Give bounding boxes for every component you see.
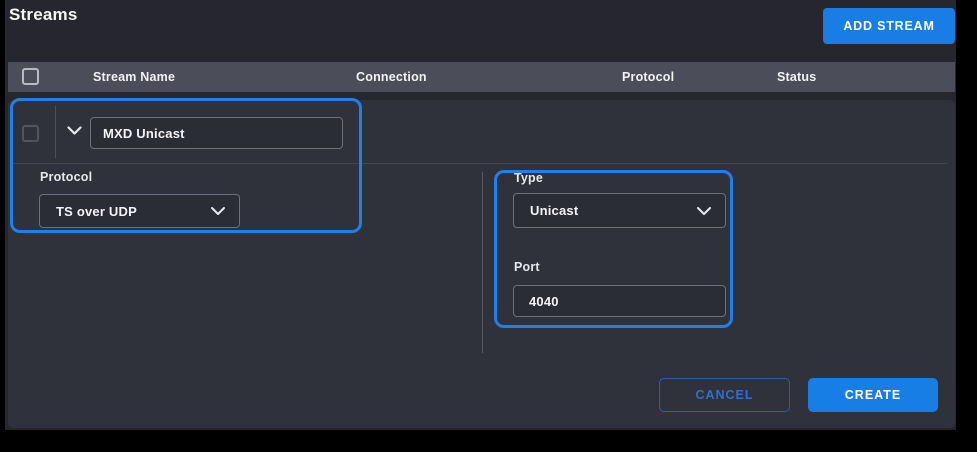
- port-input[interactable]: [513, 285, 726, 317]
- port-label: Port: [514, 260, 540, 274]
- page-title: Streams: [9, 5, 78, 24]
- type-label: Type: [514, 171, 544, 185]
- table-header: Stream Name Connection Protocol Status: [8, 62, 955, 92]
- column-header-status: Status: [777, 70, 817, 84]
- chevron-down-icon: [66, 125, 82, 135]
- select-all-checkbox[interactable]: [22, 68, 39, 85]
- protocol-label: Protocol: [40, 170, 93, 184]
- form-column-divider: [482, 172, 483, 353]
- type-select[interactable]: Unicast: [513, 193, 726, 228]
- chevron-down-icon: [211, 207, 225, 215]
- protocol-select[interactable]: TS over UDP: [39, 194, 240, 228]
- row-divider: [55, 106, 56, 158]
- protocol-select-value: TS over UDP: [56, 203, 137, 219]
- cancel-button[interactable]: CANCEL: [659, 378, 790, 412]
- column-header-protocol: Protocol: [622, 70, 675, 84]
- column-header-stream-name: Stream Name: [93, 70, 176, 84]
- section-divider: [12, 163, 948, 164]
- create-button[interactable]: CREATE: [808, 378, 938, 412]
- type-select-value: Unicast: [530, 203, 579, 218]
- column-header-connection: Connection: [356, 70, 427, 84]
- chevron-down-icon: [697, 206, 711, 215]
- row-checkbox[interactable]: [22, 125, 39, 142]
- streams-panel: Streams ADD STREAM Stream Name Connectio…: [5, 0, 956, 430]
- stream-name-input[interactable]: [90, 117, 343, 149]
- add-stream-button[interactable]: ADD STREAM: [823, 8, 955, 44]
- stream-edit-card: Protocol TS over UDP Type Unicast Port C…: [8, 98, 955, 428]
- row-expander[interactable]: [63, 120, 85, 140]
